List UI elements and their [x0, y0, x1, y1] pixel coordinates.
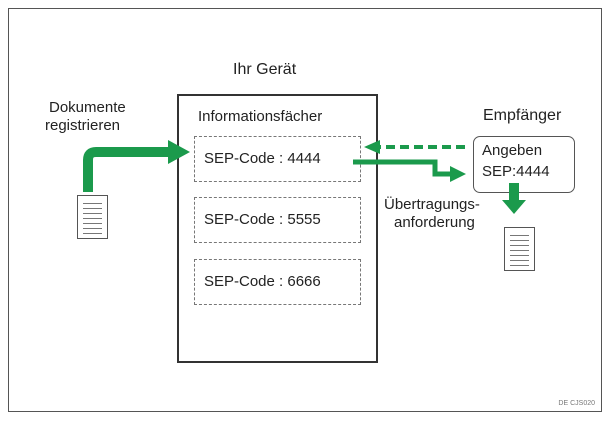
transmission-arrow: [353, 159, 466, 182]
sep-slot-label: SEP-Code : 6666: [204, 273, 321, 290]
information-box-title: Informationsfächer: [198, 108, 323, 125]
register-arrow: [83, 140, 190, 192]
receiver-box: Angeben SEP:4444: [473, 136, 575, 193]
receiver-title: Empfänger: [483, 107, 562, 124]
document-icon-sender: [77, 195, 108, 239]
register-label-line2: registrieren: [45, 117, 121, 134]
diagram-frame: Ihr Gerät Informationsfächer SEP-Code : …: [8, 8, 602, 412]
sep-slot-4444: SEP-Code : 4444: [194, 136, 361, 182]
sep-slot-5555: SEP-Code : 5555: [194, 197, 361, 243]
request-dashed-arrow: [364, 140, 465, 154]
document-icon-receiver: [504, 227, 535, 271]
receiver-line2: SEP:4444: [482, 163, 550, 180]
sep-slot-6666: SEP-Code : 6666: [194, 259, 361, 305]
image-code: DE CJS020: [558, 400, 595, 407]
device-box: Informationsfächer SEP-Code : 4444 SEP-C…: [177, 94, 378, 363]
device-title: Ihr Gerät: [233, 61, 297, 78]
sep-slot-label: SEP-Code : 4444: [204, 150, 321, 167]
request-label-line1: Übertragungs-: [384, 196, 480, 213]
request-label-line2: anforderung: [394, 214, 475, 231]
receiver-line1: Angeben: [482, 142, 543, 159]
sep-slot-label: SEP-Code : 5555: [204, 211, 321, 228]
register-label-line1: Dokumente: [49, 99, 126, 116]
receiver-down-arrow: [502, 183, 526, 214]
